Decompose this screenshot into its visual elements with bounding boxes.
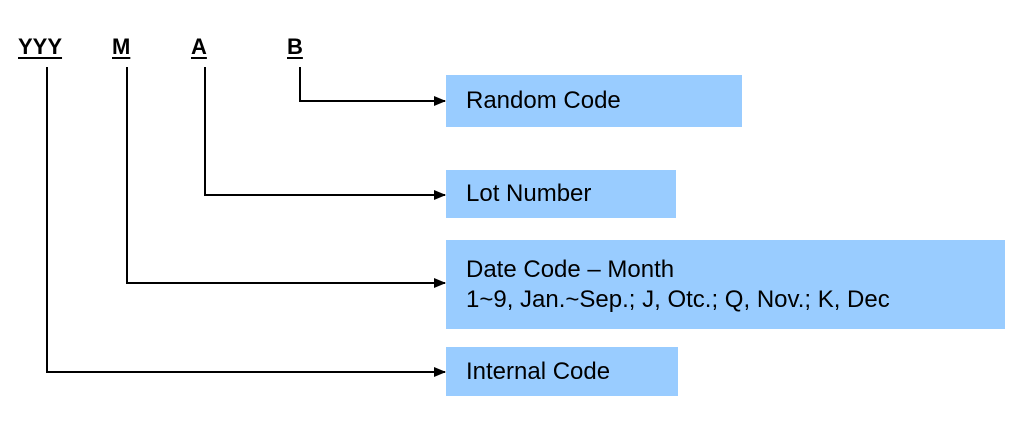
date-code-box: Date Code – Month 1~9, Jan.~Sep.; J, Otc… bbox=[446, 240, 1005, 329]
date-code-detail: 1~9, Jan.~Sep.; J, Otc.; Q, Nov.; K, Dec bbox=[466, 285, 890, 313]
random-code-label: Random Code bbox=[466, 87, 621, 114]
connector-b-to-random-code bbox=[299, 67, 446, 106]
internal-code-box: Internal Code bbox=[446, 347, 678, 396]
connector-m-to-date-code bbox=[126, 67, 446, 288]
connector-a-to-lot-number bbox=[204, 67, 446, 200]
code-letter-b: B bbox=[287, 34, 303, 59]
code-letter-yyy: YYY bbox=[18, 34, 63, 59]
lot-number-box: Lot Number bbox=[446, 170, 676, 218]
lot-number-label: Lot Number bbox=[466, 180, 592, 207]
internal-code-label: Internal Code bbox=[466, 357, 611, 385]
code-letter-a: A bbox=[191, 34, 207, 59]
connector-yyy-to-internal-code bbox=[46, 67, 446, 377]
date-code-title: Date Code – Month bbox=[466, 255, 675, 283]
random-code-box: Random Code bbox=[446, 75, 742, 127]
code-letter-m: M bbox=[112, 34, 131, 59]
